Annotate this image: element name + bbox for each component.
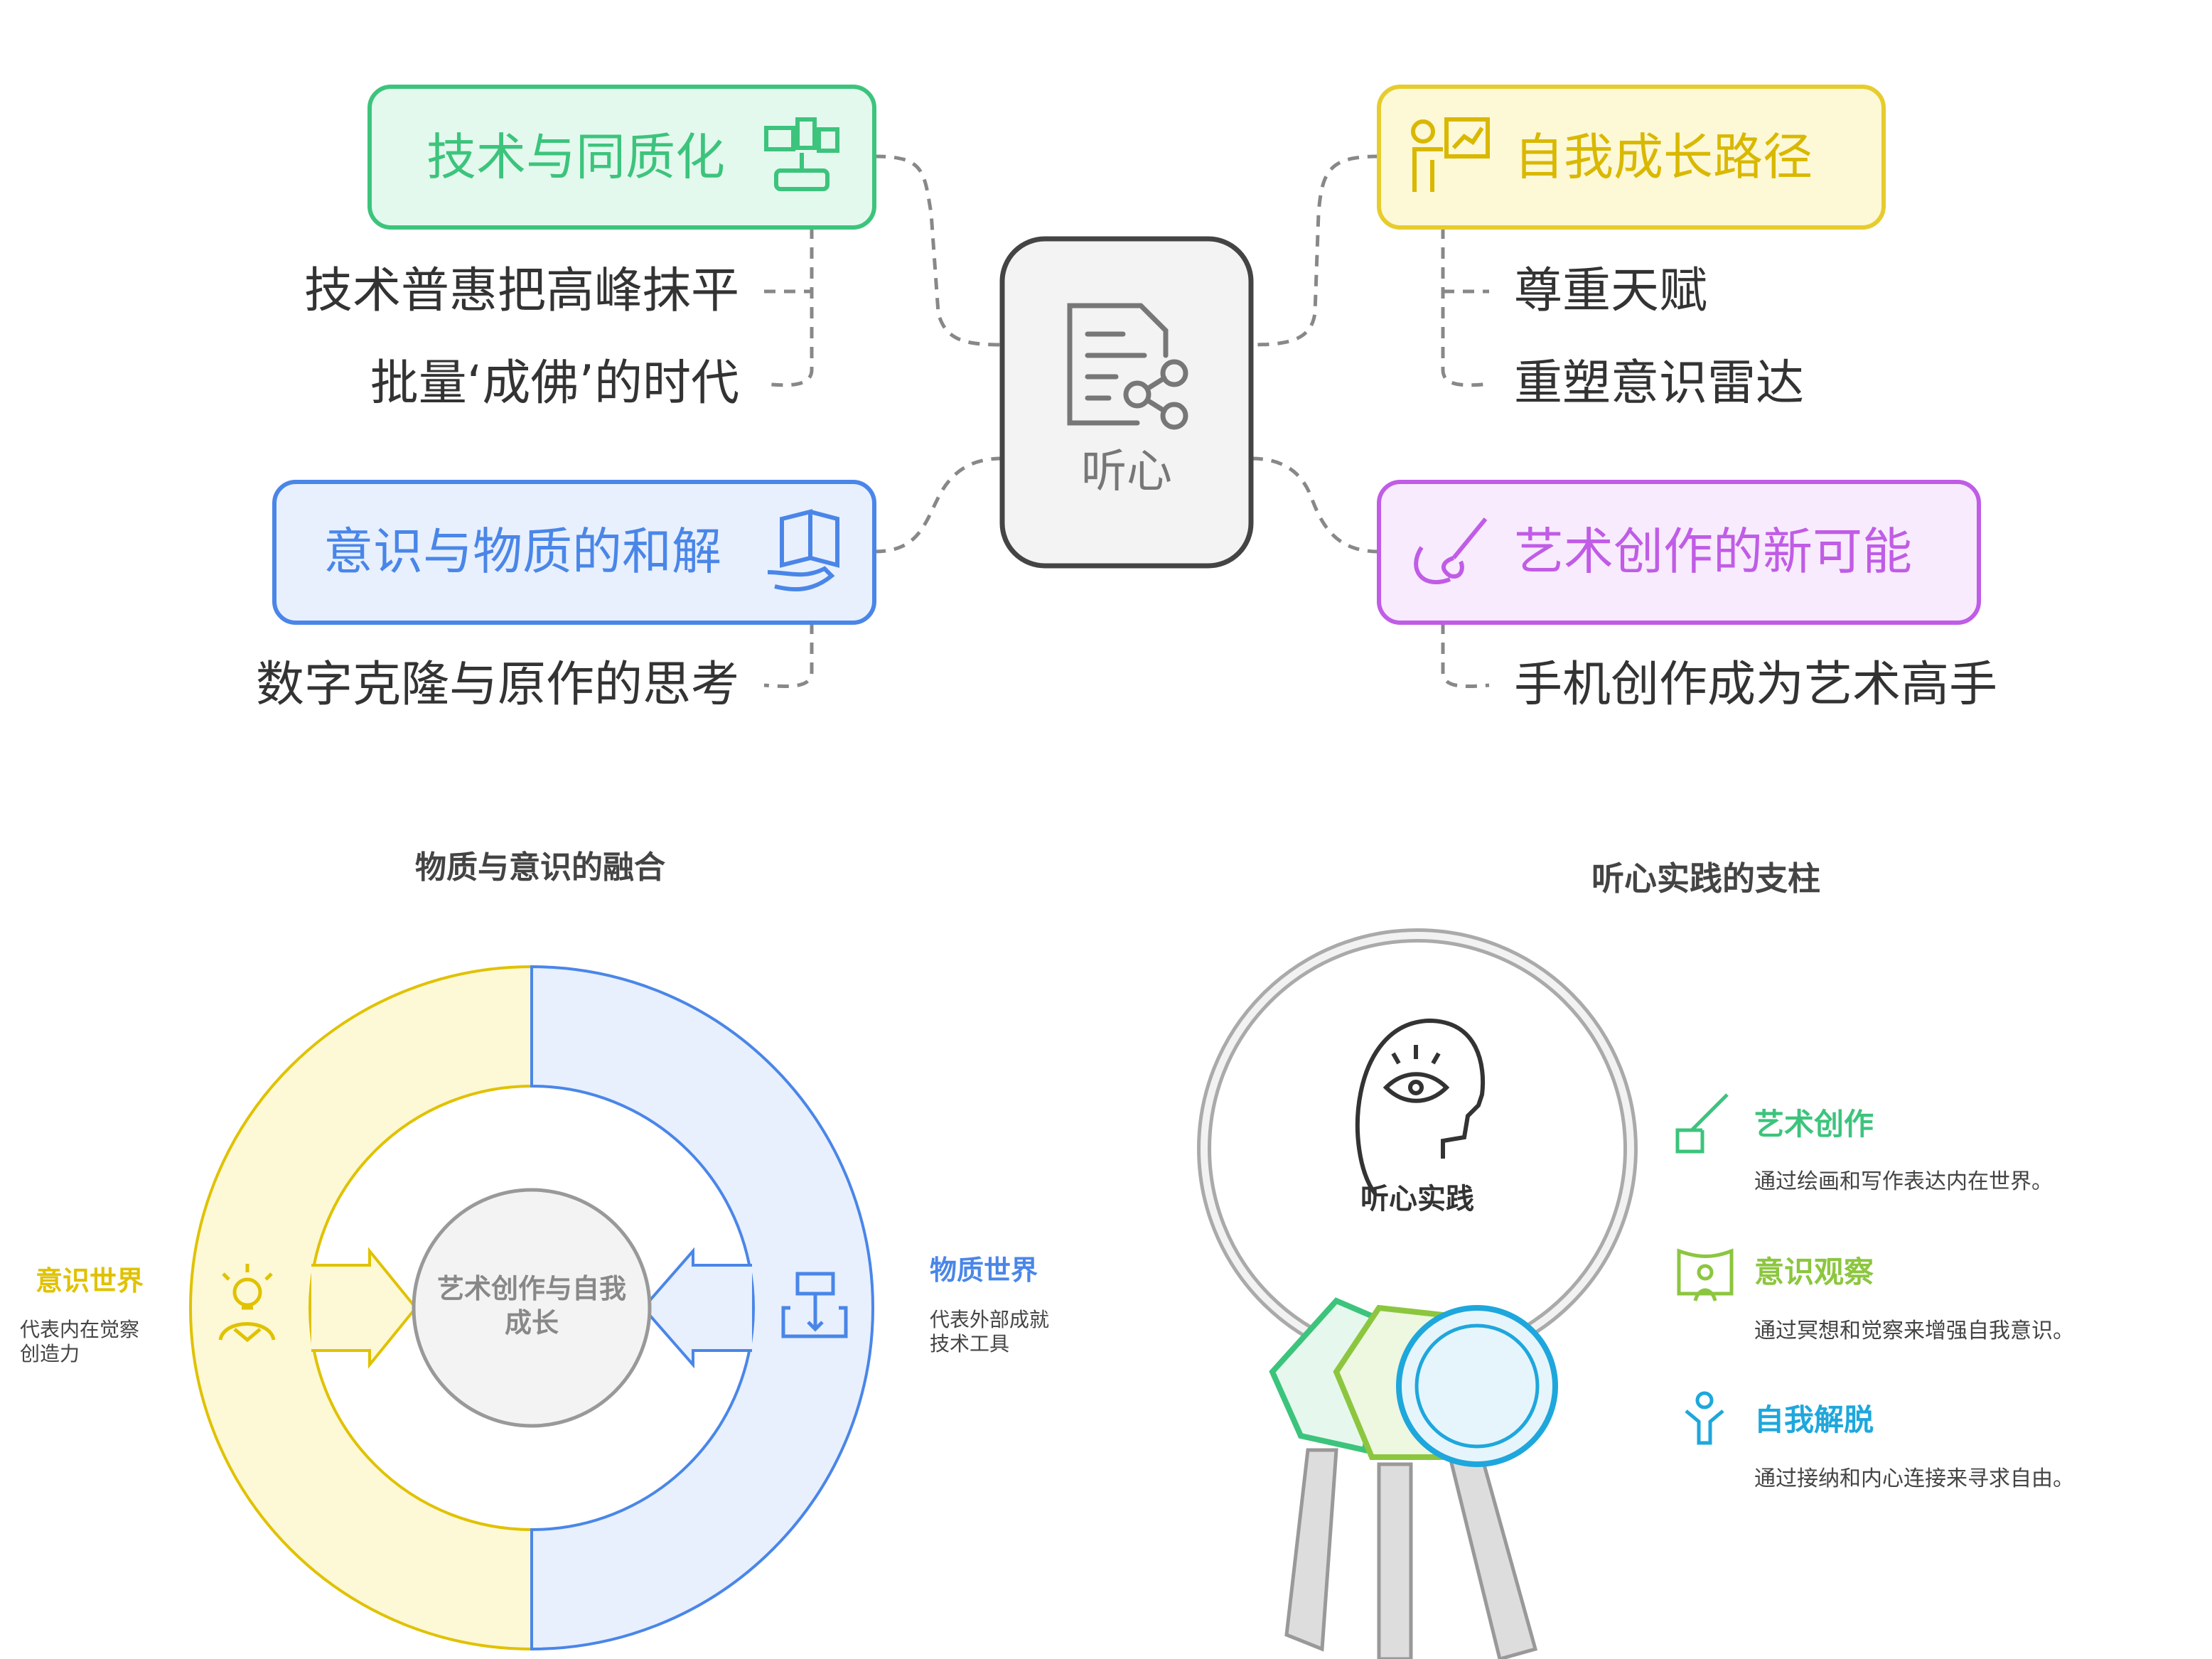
head-eye-icon [1355,1018,1486,1196]
center-node[interactable]: 听心 [999,236,1254,569]
branch-title: 艺术创作的新可能 [1514,522,1912,581]
center-label: 听心 [1081,446,1172,498]
subtopic: 批量‘成佛’的时代 [370,355,739,412]
paintbrush-icon [1414,517,1488,584]
keyring-illustration: 听心实践 [1197,928,1638,1659]
paint-canvas-icon [1675,1093,1729,1154]
connectors [763,154,1490,688]
pillar-awareness[interactable]: 意识观察 通过冥想和觉察来增强自我意识。 [1677,1248,2074,1343]
pillar-art[interactable]: 艺术创作 通过绘画和写作表达内在世界。 [1675,1093,2053,1194]
branch-art-creation[interactable]: 艺术创作的新可能 [1377,480,1981,625]
subtopic: 重塑意识雷达 [1514,355,1804,412]
subtopic: 数字克隆与原作的思考 [256,657,739,713]
document-share-icon [1067,303,1188,430]
key-head-blue [1396,1305,1558,1467]
consciousness-half [189,965,533,1651]
person-arms-up-icon [1685,1391,1724,1445]
fusion-title: 物质与意识的融合 [415,849,665,886]
consciousness-desc: 创造力 [20,1342,80,1365]
pillar-title: 自我解脱 [1754,1402,1874,1437]
fusion-ring: 艺术创作与自我 成长 [189,965,874,1651]
arrow-right [311,1247,418,1369]
branch-self-growth[interactable]: 自我成长路径 [1377,85,1886,230]
fusion-center-line1: 艺术创作与自我 [437,1273,626,1304]
pillar-desc: 通过冥想和觉察来增强自我意识。 [1754,1319,2074,1343]
pillars-title: 听心实践的支柱 [1591,859,1820,898]
consciousness-title: 意识世界 [36,1265,144,1296]
lightbulb-icon [218,1264,276,1343]
pillar-title: 艺术创作 [1754,1107,1874,1142]
matter-title: 物质世界 [930,1255,1038,1286]
fusion-center-line2: 成长 [505,1307,559,1338]
matter-desc: 技术工具 [930,1332,1009,1355]
branch-consciousness-matter[interactable]: 意识与物质的和解 [272,480,876,625]
pillar-liberation[interactable]: 自我解脱 通过接纳和内心连接来寻求自由。 [1685,1391,2074,1491]
branch-title: 自我成长路径 [1514,128,1813,186]
consciousness-desc: 代表内在觉察 [20,1318,139,1341]
arrow-left [641,1247,752,1369]
matter-half [530,965,874,1651]
branch-tech-homogenization[interactable]: 技术与同质化 [367,85,876,230]
pillar-title: 意识观察 [1754,1255,1874,1289]
person-screen-icon [1677,1248,1734,1301]
branch-title: 技术与同质化 [426,128,725,186]
network-devices-icon [764,117,839,191]
pillar-desc: 通过接纳和内心连接来寻求自由。 [1754,1466,2074,1491]
pillar-desc: 通过绘画和写作表达内在世界。 [1754,1169,2053,1194]
matter-desc: 代表外部成就 [930,1308,1049,1331]
branch-title: 意识与物质的和解 [323,522,721,581]
transfer-icon [781,1272,848,1338]
subtopic: 尊重天赋 [1514,263,1707,319]
subtopic: 技术普惠把高峰抹平 [304,263,739,319]
open-book-hand-icon [767,509,839,592]
presenter-chart-icon [1411,117,1490,192]
key-icon [1284,1448,1538,1659]
subtopic: 手机创作成为艺术高手 [1514,657,1997,713]
ring-label: 听心实践 [1360,1183,1474,1215]
